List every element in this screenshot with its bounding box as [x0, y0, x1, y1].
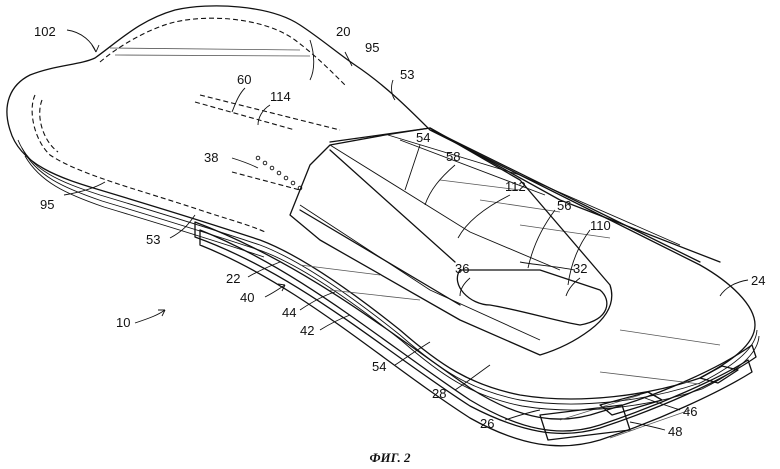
label-54-bottom: 54: [372, 359, 386, 374]
label-24: 24: [751, 273, 765, 288]
label-102: 102: [34, 24, 56, 39]
label-48: 48: [668, 424, 682, 439]
label-95-left: 95: [40, 197, 54, 212]
label-114: 114: [270, 89, 291, 104]
label-10: 10: [116, 315, 130, 330]
reference-labels: 102 20 95 53 60 114 54 58 38 112 56 110 …: [34, 24, 765, 439]
label-58: 58: [446, 149, 460, 164]
label-42: 42: [300, 323, 314, 338]
label-112: 112: [505, 179, 526, 194]
bottom-layers: [195, 222, 756, 446]
label-40: 40: [240, 290, 254, 305]
label-53-left: 53: [146, 232, 160, 247]
figure-caption: ФИГ. 2: [369, 450, 411, 465]
label-44: 44: [282, 305, 296, 320]
label-22: 22: [226, 271, 240, 286]
label-36: 36: [455, 261, 469, 276]
label-20: 20: [336, 24, 350, 39]
label-46: 46: [683, 404, 697, 419]
label-54-top: 54: [416, 130, 430, 145]
label-28: 28: [432, 386, 446, 401]
label-32: 32: [573, 261, 587, 276]
label-38: 38: [204, 150, 218, 165]
label-60: 60: [237, 72, 251, 87]
pad-body: [7, 6, 759, 410]
label-53-top: 53: [400, 67, 414, 82]
label-56: 56: [557, 198, 571, 213]
label-26: 26: [480, 416, 494, 431]
top-strip: [330, 128, 720, 262]
label-95-top: 95: [365, 40, 379, 55]
label-110: 110: [590, 218, 611, 233]
